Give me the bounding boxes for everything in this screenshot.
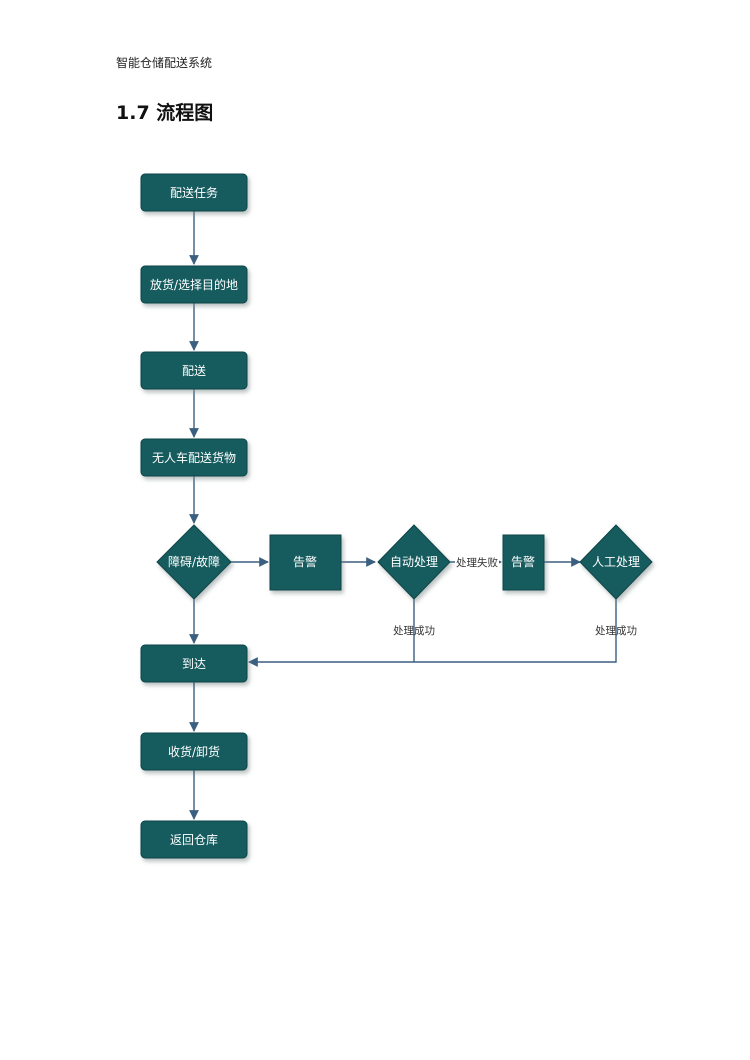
node-manual-label: 人工处理 — [592, 555, 640, 569]
node-task: 配送任务 — [140, 173, 248, 212]
document-header: 智能仓储配送系统 — [116, 56, 213, 70]
section-title: 1.7 流程图 — [116, 102, 214, 124]
node-deliver: 配送 — [140, 351, 248, 390]
node-load-label: 放货/选择目的地 — [150, 277, 238, 292]
edge-manual-success-to-arrive — [248, 599, 617, 667]
node-alarm2: 告警 — [502, 534, 545, 591]
node-receive: 收货/卸货 — [140, 732, 248, 771]
node-arrive: 到达 — [140, 644, 248, 683]
edge-label-success-manual: 处理成功 — [595, 625, 637, 637]
edges — [189, 211, 617, 667]
node-arrive-label: 到达 — [182, 657, 206, 671]
node-auto-label: 自动处理 — [390, 555, 438, 569]
node-load: 放货/选择目的地 — [140, 265, 248, 304]
edge-label-success-auto: 处理成功 — [393, 625, 435, 637]
node-receive-label: 收货/卸货 — [168, 744, 220, 759]
node-alarm1: 告警 — [269, 534, 342, 591]
node-agv: 无人车配送货物 — [140, 438, 248, 477]
node-return-label: 返回仓库 — [170, 832, 218, 847]
node-manual: 人工处理 — [579, 524, 653, 600]
node-alarm2-label: 告警 — [511, 554, 535, 569]
node-return: 返回仓库 — [140, 820, 248, 859]
node-task-label: 配送任务 — [170, 185, 218, 200]
node-fault-label: 障碍/故障 — [168, 554, 220, 569]
node-fault: 障碍/故障 — [156, 524, 232, 600]
node-auto: 自动处理 — [377, 524, 451, 600]
edge-label-fail-backing — [455, 554, 499, 569]
node-alarm1-label: 告警 — [293, 554, 317, 569]
node-deliver-label: 配送 — [182, 363, 206, 378]
edge-label-fail: 处理失败 — [456, 556, 498, 569]
node-agv-label: 无人车配送货物 — [152, 450, 236, 465]
